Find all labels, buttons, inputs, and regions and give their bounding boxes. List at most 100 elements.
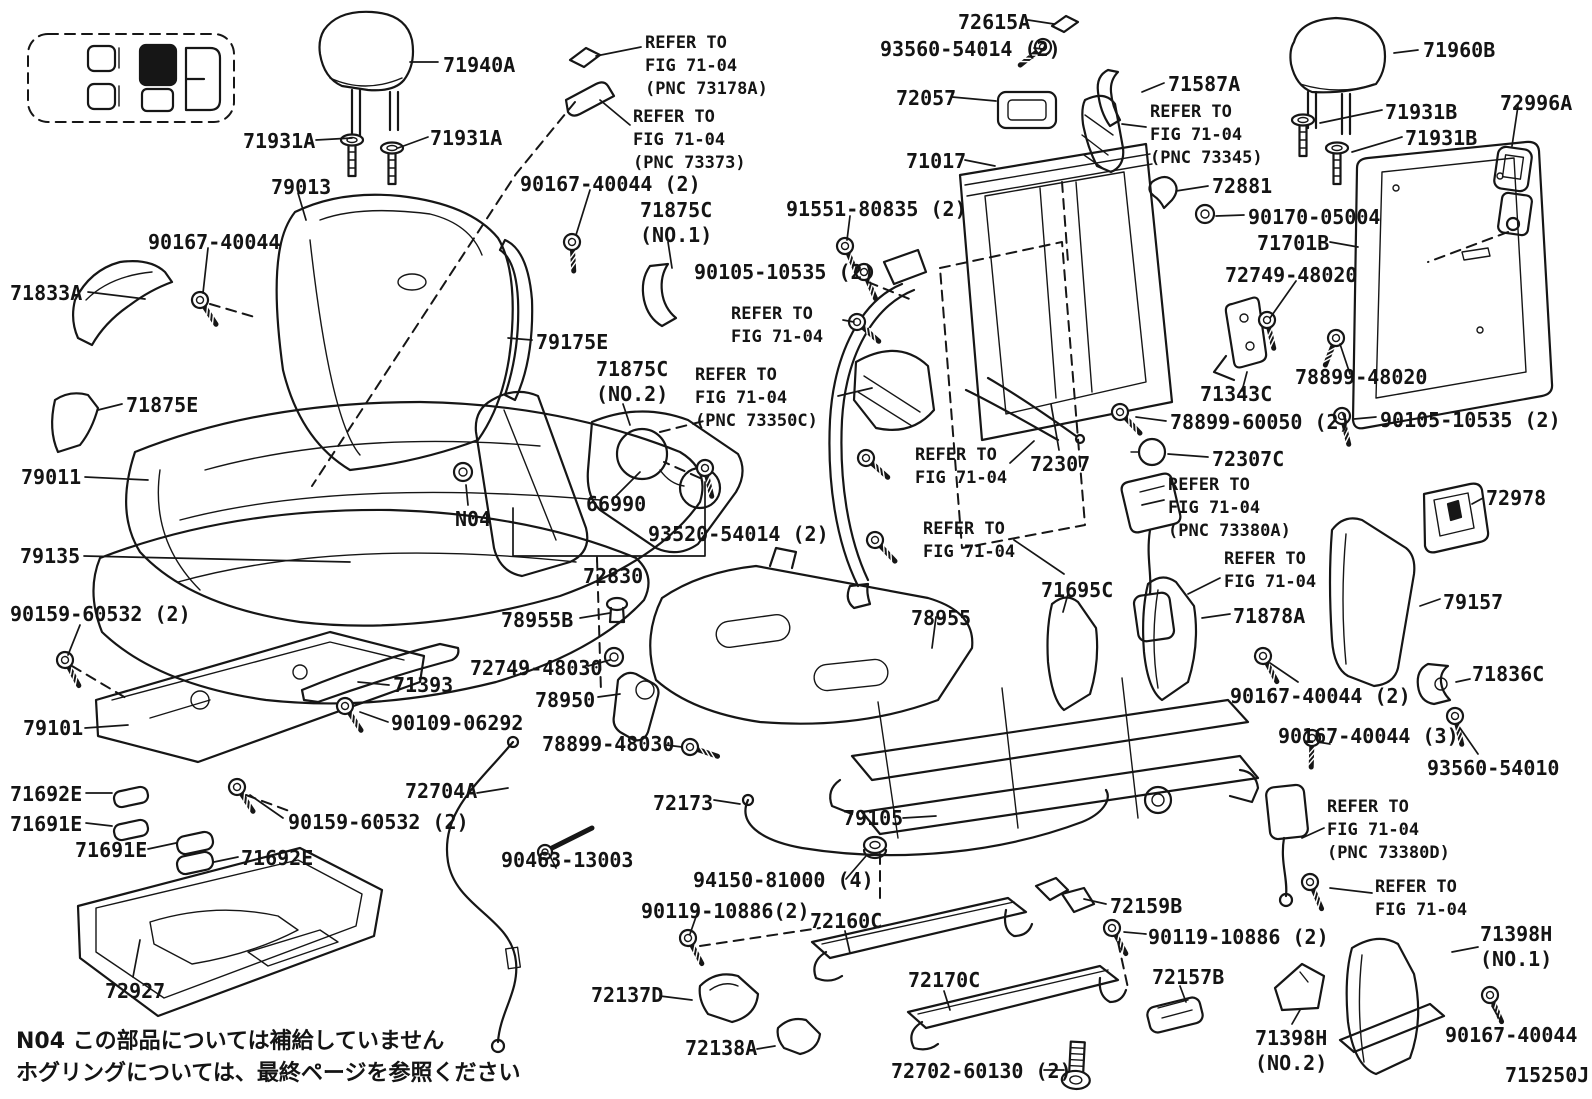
part-label-90167-40044-b: 90167-40044 (2)	[1230, 684, 1411, 708]
part-label-refer-right-mid: REFER TO FIG 71-04	[1224, 549, 1317, 592]
part-label-71960b: 71960B	[1423, 38, 1496, 62]
part-71393-arm	[300, 642, 460, 704]
part-66990-cup-holder	[586, 410, 744, 554]
part-label-71692e-2: 71692E	[241, 846, 314, 870]
part-72927-tray	[76, 846, 384, 1018]
part-71695c-shield	[1046, 596, 1099, 712]
part-label-72159b: 72159B	[1110, 894, 1183, 918]
part-label-66990: 66990	[586, 492, 647, 516]
part-label-71017: 71017	[906, 149, 967, 173]
part-label-72137d: 72137D	[591, 983, 664, 1007]
part-78950-cylinder	[612, 671, 660, 742]
part-label-71343c: 71343C	[1200, 382, 1273, 406]
part-label-90105-10535-2: 90105-10535 (2)	[1380, 408, 1561, 432]
part-label-72978: 72978	[1486, 486, 1547, 510]
part-label-72704a: 72704A	[405, 779, 478, 803]
part-label-90167-40044-c: 90167-40044 (3)	[1278, 724, 1459, 748]
part-label-72160c: 72160C	[810, 909, 883, 933]
part-label-71931b-1: 71931B	[1385, 100, 1458, 124]
part-72881-hook	[1148, 175, 1178, 210]
part-label-72996a: 72996A	[1500, 91, 1573, 115]
part-label-71692e-1: 71692E	[10, 782, 83, 806]
part-label-72702-60130: 72702-60130 (2)	[891, 1059, 1072, 1083]
part-label-71836c: 71836C	[1472, 662, 1545, 686]
part-label-78899-60050: 78899-60050 (2)	[1170, 410, 1351, 434]
part-label-72307c: 72307C	[1212, 447, 1285, 471]
part-label-note-1: N04 この部品については補給していません	[16, 1029, 445, 1054]
part-72157b-bracket	[1146, 996, 1204, 1034]
part-label-71691e-1: 71691E	[10, 812, 83, 836]
part-72830-armrest	[474, 390, 589, 578]
part-label-94150-81000: 94150-81000 (4)	[693, 868, 874, 892]
part-label-71833a: 71833A	[10, 281, 83, 305]
part-label-71875c-no1: 71875C (NO.1)	[640, 198, 713, 247]
part-label-79157: 79157	[1443, 590, 1504, 614]
part-label-79105: 79105	[843, 806, 904, 830]
part-label-78955: 78955	[911, 606, 972, 630]
part-label-72138a: 72138A	[685, 1036, 758, 1060]
part-label-72881: 72881	[1212, 174, 1273, 198]
part-label-refer-73345: REFER TO FIG 71-04 (PNC 73345)	[1150, 102, 1263, 168]
part-71878a-shield	[1142, 576, 1198, 702]
part-72615a-clip	[1050, 14, 1080, 34]
part-72173-rod	[741, 788, 1109, 857]
part-label-71931a-2: 71931A	[430, 126, 503, 150]
part-label-71940a: 71940A	[443, 53, 516, 77]
part-label-90167-40044-a: 90167-40044	[148, 230, 281, 254]
part-label-n04: N04	[455, 507, 492, 531]
part-label-71695c: 71695C	[1041, 578, 1114, 602]
part-label-71878a: 71878A	[1233, 604, 1306, 628]
part-71940a-headrest	[318, 10, 415, 140]
part-label-90105-10535-1: 90105-10535 (2)	[694, 260, 875, 284]
part-label-79011: 79011	[21, 465, 82, 489]
part-label-71398h-no1: 71398H (NO.1)	[1480, 922, 1553, 971]
part-label-71701b: 71701B	[1257, 231, 1330, 255]
part-72160c-rail	[810, 896, 1034, 982]
part-label-90167-40044-2: 90167-40044 (2)	[520, 172, 701, 196]
part-72057-latch	[996, 90, 1058, 130]
part-label-diagram-code: 715250J	[1505, 1063, 1590, 1087]
part-72138a-cover	[776, 1017, 822, 1056]
part-72704a-cable	[445, 735, 522, 1054]
part-72978-bezel	[1422, 482, 1490, 554]
part-71398h-no1-shield	[1338, 937, 1446, 1076]
part-label-refer-bottom-right: REFER TO FIG 71-04	[1375, 877, 1468, 920]
part-label-79175e: 79175E	[536, 330, 609, 354]
part-71587a-hook	[1096, 68, 1122, 128]
part-73345-pad	[1081, 94, 1125, 174]
part-71875c-no1-bracket	[641, 262, 678, 328]
part-label-71587a: 71587A	[1168, 72, 1241, 96]
part-72159b-clip	[1034, 876, 1096, 914]
part-71836c-bracket	[1416, 662, 1452, 706]
part-label-72749-48020: 72749-48020	[1225, 263, 1358, 287]
part-label-72749-48030: 72749-48030	[470, 656, 603, 680]
part-72307c-knob	[1130, 437, 1167, 467]
part-78955b-clip	[605, 596, 629, 624]
part-label-refer-73380d: REFER TO FIG 71-04 (PNC 73380D)	[1327, 797, 1450, 863]
part-label-78955b: 78955B	[501, 608, 574, 632]
part-79105-rear-frame	[829, 677, 1260, 839]
part-label-72057: 72057	[896, 86, 957, 110]
part-79157-panel	[1328, 517, 1416, 688]
part-label-79013: 79013	[271, 175, 332, 199]
part-73380d-buckle	[1265, 783, 1309, 908]
part-label-90159-60532-1: 90159-60532 (2)	[10, 602, 191, 626]
part-label-note-2: ホグリングについては、最終ページを参照ください	[16, 1061, 521, 1086]
part-label-refer-center-top: REFER TO FIG 71-04	[731, 304, 824, 347]
construction-dashed-lines	[71, 101, 1509, 989]
part-refer-73373-clip	[564, 81, 616, 117]
part-72307-cable	[964, 376, 1086, 445]
part-label-78950: 78950	[535, 688, 596, 712]
part-label-72307: 72307	[1030, 452, 1091, 476]
part-71692e-71691e-clips	[112, 785, 215, 876]
part-label-91551-80835: 91551-80835 (2)	[786, 197, 967, 221]
part-label-90119-10886-1: 90119-10886(2)	[641, 899, 810, 923]
part-label-72157b: 72157B	[1152, 965, 1225, 989]
part-label-refer-73178a: REFER TO FIG 71-04 (PNC 73178A)	[645, 33, 768, 99]
part-72996a-striker	[1493, 145, 1533, 237]
part-label-79101: 79101	[23, 716, 84, 740]
part-78955-floor-panel	[649, 546, 974, 725]
